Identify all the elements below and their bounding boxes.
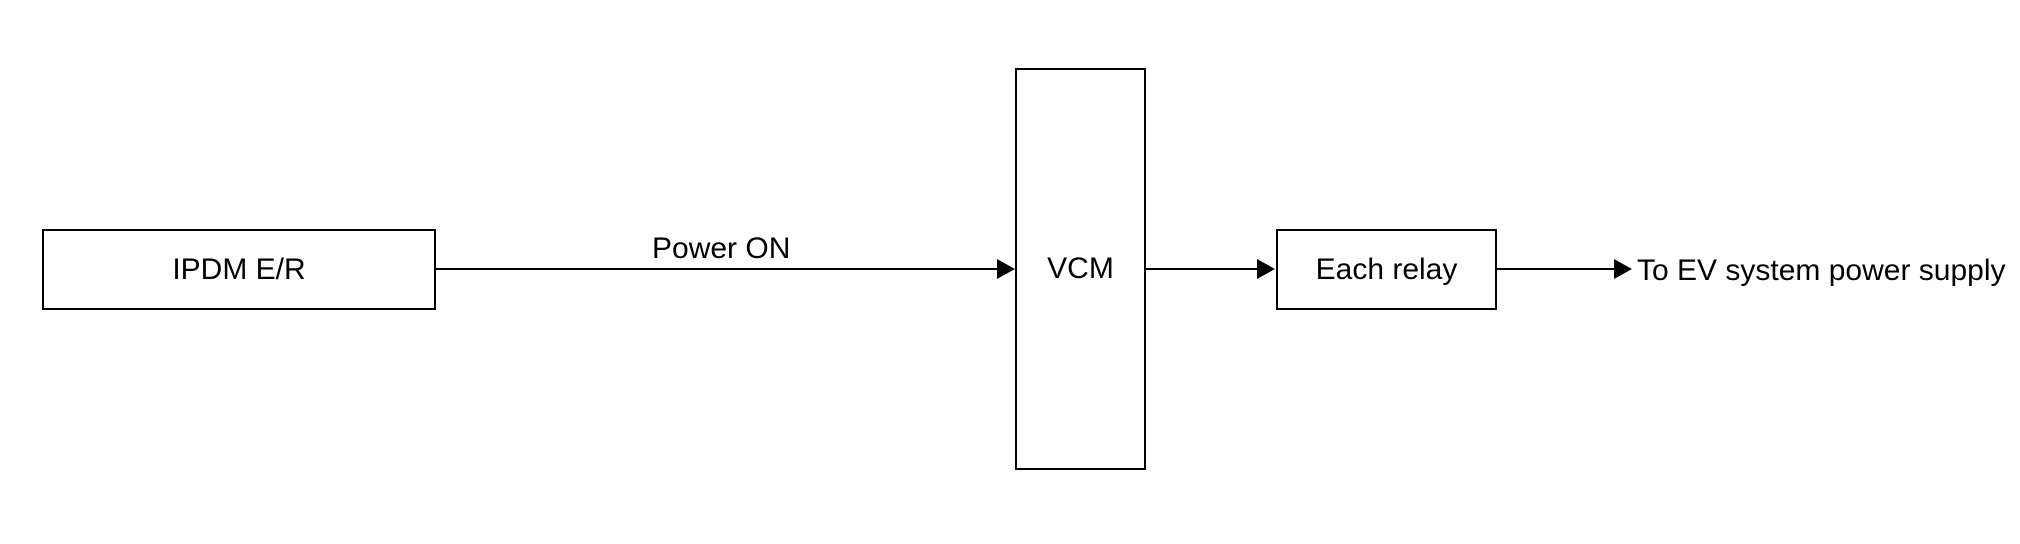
ev-power-supply-label: To EV system power supply <box>1637 254 2006 287</box>
arrowhead-relay-to-output <box>1614 259 1632 279</box>
vcm-label: VCM <box>1047 252 1114 285</box>
power-on-label: Power ON <box>652 232 791 265</box>
arrowhead-vcm-to-relay <box>1257 259 1275 279</box>
vcm-box: VCM <box>1015 68 1146 470</box>
each-relay-box: Each relay <box>1276 229 1497 310</box>
arrowhead-ipdm-to-vcm <box>997 259 1015 279</box>
ipdm-er-label: IPDM E/R <box>172 252 306 286</box>
ipdm-er-box: IPDM E/R <box>42 229 436 310</box>
each-relay-label: Each relay <box>1315 252 1458 286</box>
